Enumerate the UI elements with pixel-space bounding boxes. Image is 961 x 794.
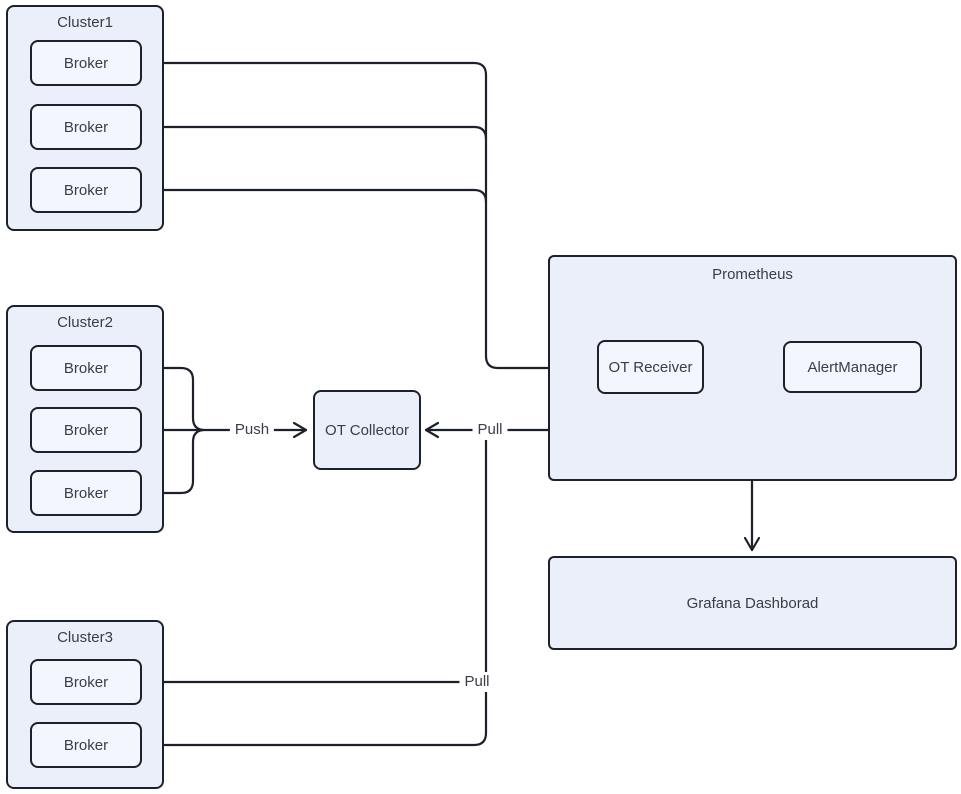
cluster1-broker3-label: Broker xyxy=(63,181,109,199)
edge-cluster1-broker2 xyxy=(140,125,488,141)
cluster1-broker2: Broker xyxy=(30,104,142,150)
ot-receiver-label: OT Receiver xyxy=(608,358,693,376)
cluster2-broker1-label: Broker xyxy=(63,359,109,377)
cluster3-broker2-label: Broker xyxy=(63,736,109,754)
cluster3-broker1: Broker xyxy=(30,659,142,705)
edge-cluster1-broker1 xyxy=(140,61,488,77)
alert-manager-label: AlertManager xyxy=(807,358,898,376)
cluster2-broker2-label: Broker xyxy=(63,421,109,439)
arrowhead-ot-collector-right xyxy=(424,421,440,439)
edge-cluster1-to-ot-receiver xyxy=(484,73,594,370)
cluster2-title: Cluster2 xyxy=(57,314,113,331)
edge-cluster2-broker1 xyxy=(140,366,205,432)
cluster1-broker2-label: Broker xyxy=(63,118,109,136)
ot-collector-node: OT Collector xyxy=(313,390,421,470)
edge-pull-down-to-cluster3-broker2 xyxy=(144,438,488,747)
edge-cluster1-broker3 xyxy=(140,188,488,204)
cluster1-broker1-label: Broker xyxy=(63,54,109,72)
grafana-node: Grafana Dashborad xyxy=(548,556,957,650)
prometheus-title: Prometheus xyxy=(712,266,793,283)
edge-cluster2-broker3 xyxy=(140,428,205,495)
ot-collector-label: OT Collector xyxy=(325,421,409,439)
cluster3-title: Cluster3 xyxy=(57,629,113,646)
cluster3-broker1-label: Broker xyxy=(63,673,109,691)
cluster1-broker3: Broker xyxy=(30,167,142,213)
cluster1-title: Cluster1 xyxy=(57,14,113,31)
cluster1-broker1: Broker xyxy=(30,40,142,86)
alert-manager-node: AlertManager xyxy=(783,341,922,393)
arrowhead-grafana xyxy=(743,536,761,552)
arrowhead-ot-collector-left xyxy=(292,421,308,439)
pull-lower-edge-label: Pull xyxy=(459,672,495,692)
cluster2-broker3: Broker xyxy=(30,470,142,516)
cluster3-broker2: Broker xyxy=(30,722,142,768)
push-edge-label: Push xyxy=(229,420,275,440)
pull-mid-edge-label: Pull xyxy=(472,420,508,440)
grafana-label: Grafana Dashborad xyxy=(686,594,819,612)
cluster2-broker1: Broker xyxy=(30,345,142,391)
ot-receiver-node: OT Receiver xyxy=(597,340,704,394)
cluster2-broker3-label: Broker xyxy=(63,484,109,502)
cluster2-broker2: Broker xyxy=(30,407,142,453)
